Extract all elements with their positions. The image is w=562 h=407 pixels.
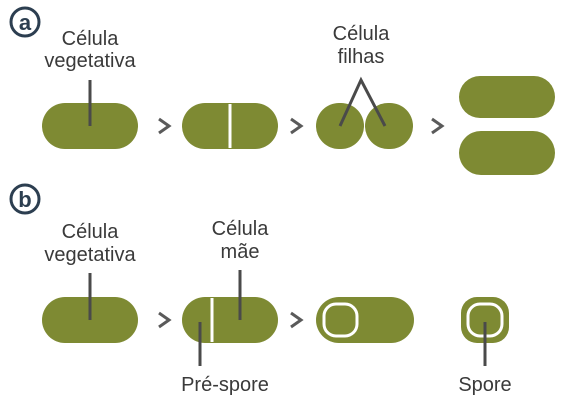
a-vegetative-label-line2: vegetativa	[44, 50, 136, 72]
panel-a-badge: a	[9, 6, 41, 38]
b-vegetative-label-line1: Célula	[62, 221, 120, 243]
b-prespore-label: Pré-spore	[181, 374, 269, 396]
a-daughters-label-line2: filhas	[338, 46, 385, 68]
b-sporulating-cell	[316, 297, 414, 343]
a-arrow-3	[431, 117, 445, 135]
a-daughter-cell-right	[365, 103, 413, 149]
panel-b-badge: b	[9, 183, 41, 215]
panel-b: b Célula vegetativa Célula mãe Pré-spore…	[9, 183, 512, 396]
b-arrow-2	[290, 311, 304, 329]
panel-b-circle	[9, 183, 41, 215]
a-daughters-label-line1: Célula	[333, 23, 391, 45]
panel-b-letter: b	[18, 187, 31, 212]
a-separated-cell-bottom	[459, 131, 555, 175]
b-mother-label-line1: Célula	[212, 218, 270, 240]
panel-a-letter: a	[19, 10, 32, 35]
a-daughters-leader	[338, 76, 387, 127]
a-arrow-2	[290, 117, 304, 135]
b-arrow-1	[158, 311, 172, 329]
b-vegetative-label-line2: vegetativa	[44, 244, 136, 266]
panel-a: a Célula vegetativa Célula filhas	[9, 6, 555, 175]
b-spore	[461, 297, 509, 343]
panel-a-circle	[9, 6, 41, 38]
a-arrow-1	[158, 117, 172, 135]
a-vegetative-label-line1: Célula	[62, 28, 120, 50]
b-mother-label-line2: mãe	[221, 241, 260, 263]
b-mother-cell	[182, 297, 278, 343]
b-spore-label: Spore	[458, 374, 511, 396]
b-forespore	[322, 302, 359, 338]
a-separated-cell-top	[459, 76, 555, 118]
